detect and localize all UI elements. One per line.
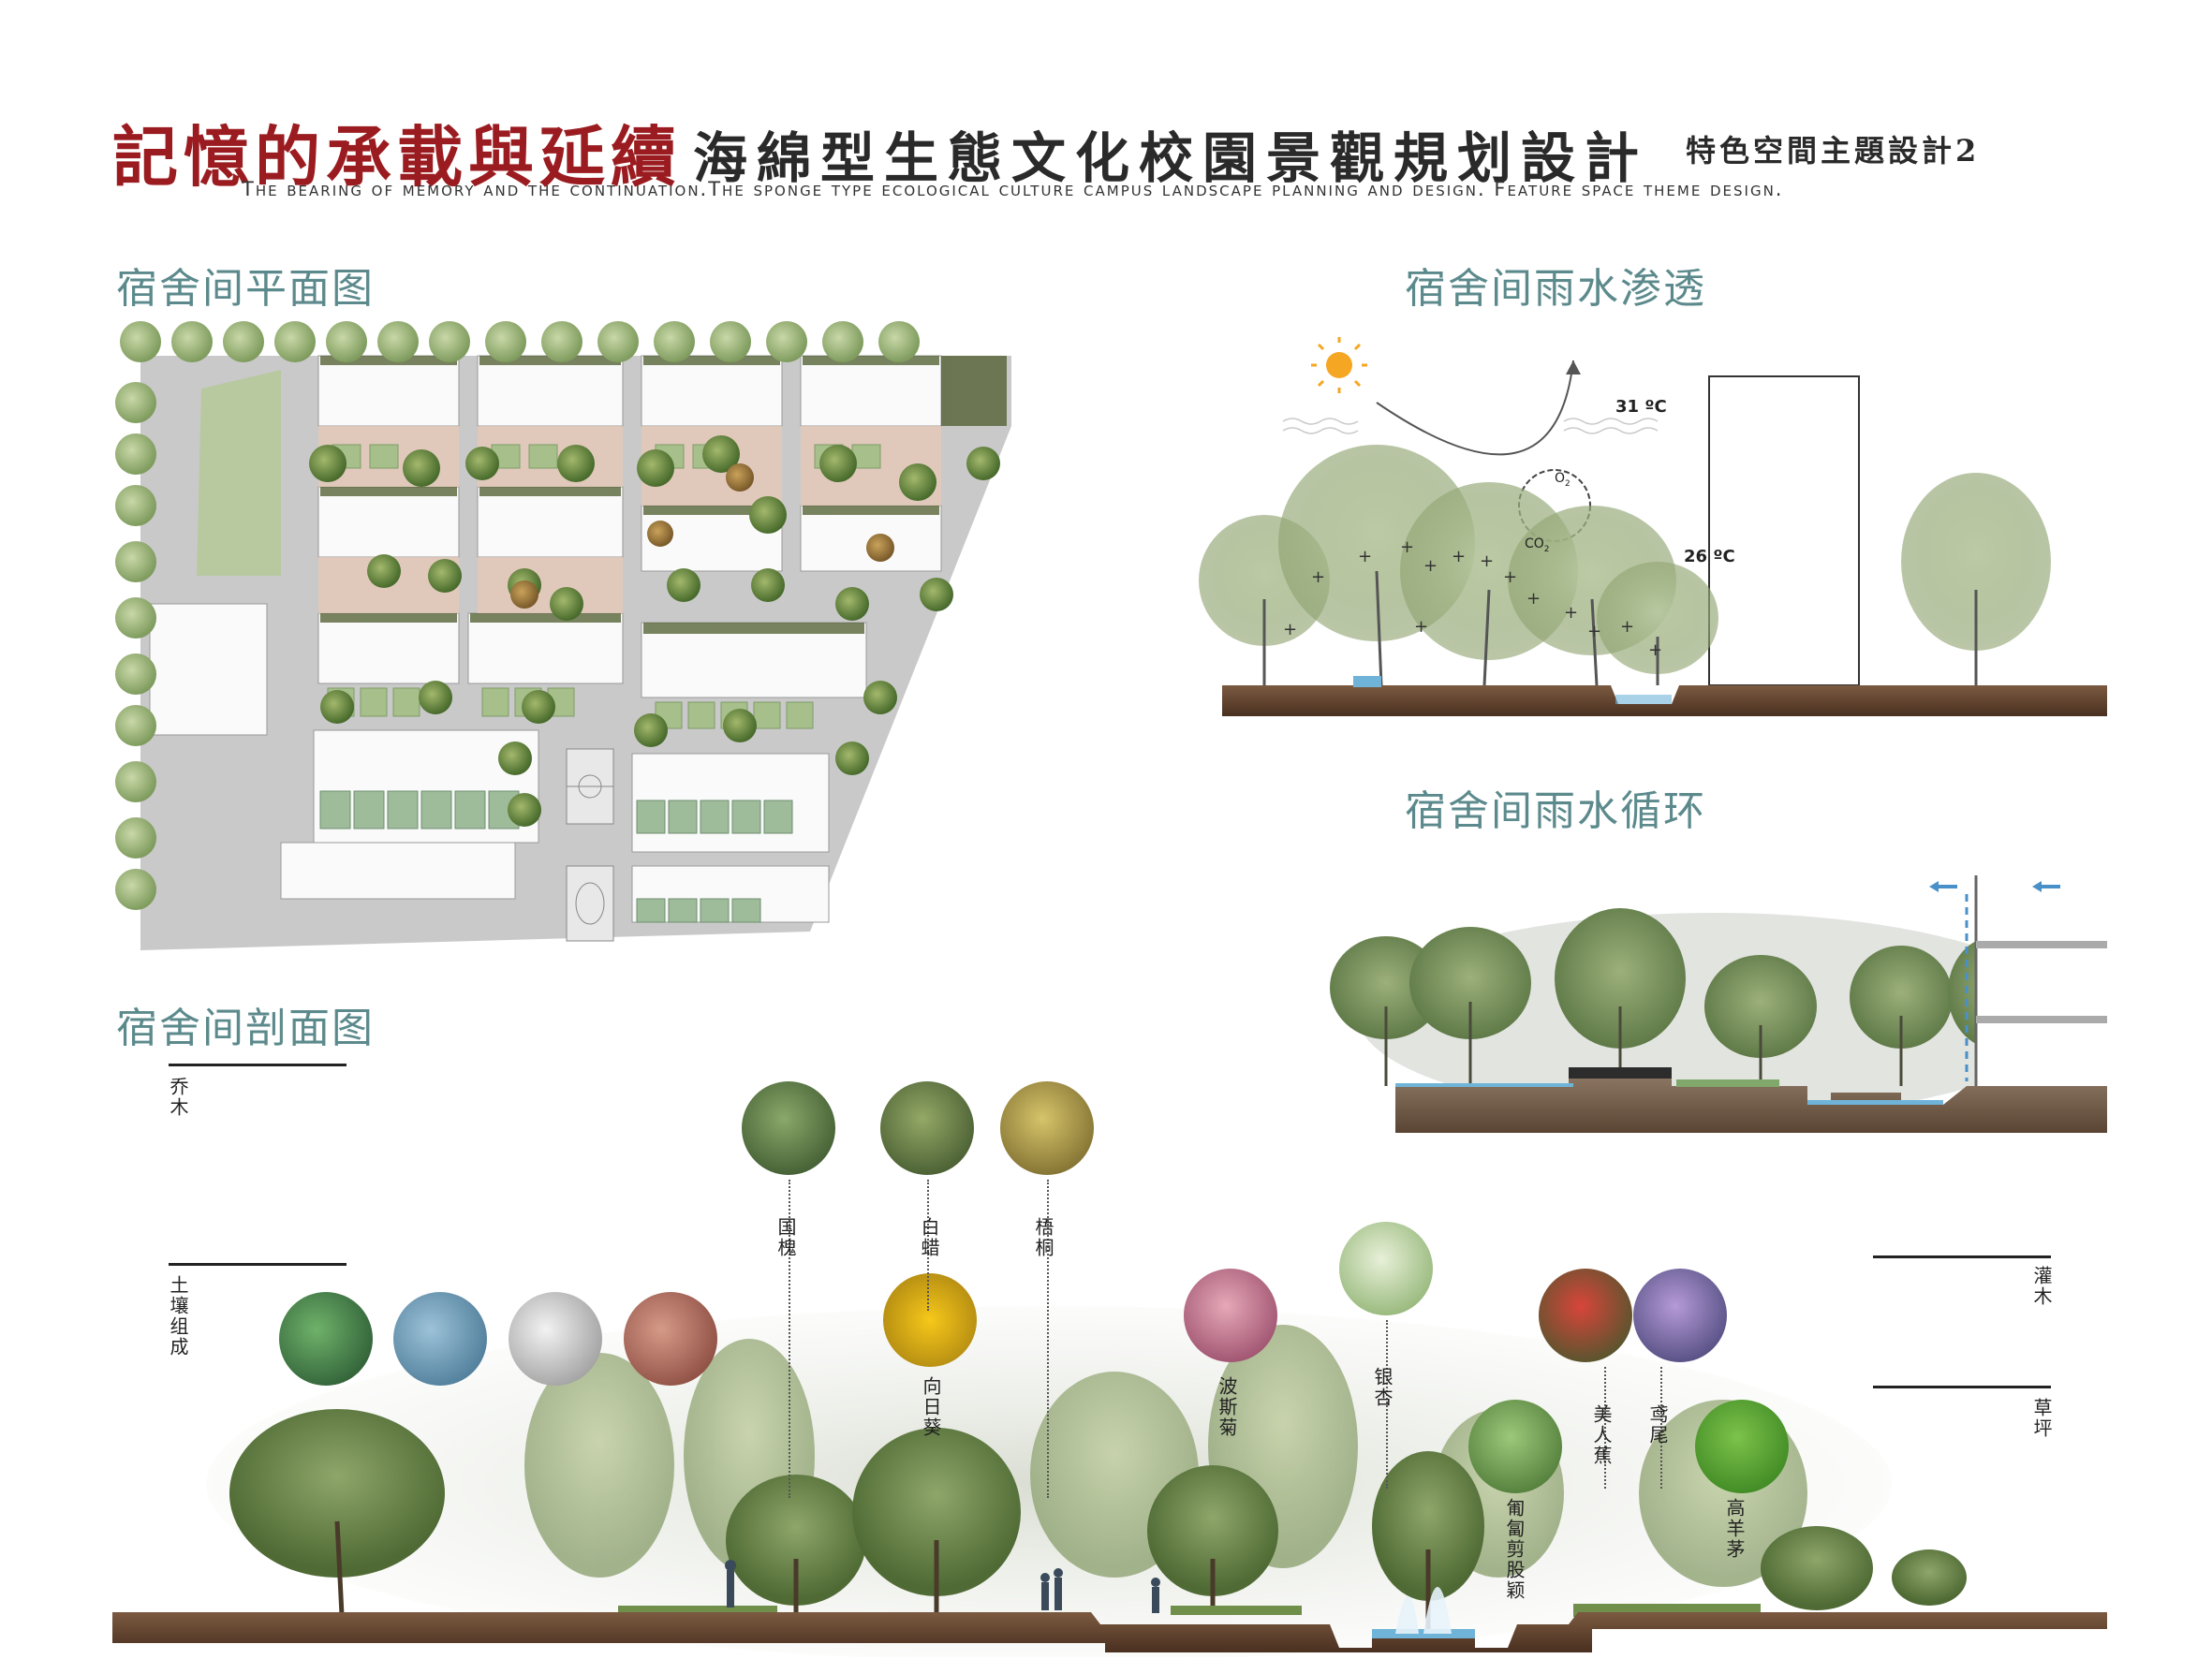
label-putaocao: 匍匐剪股颖 (1503, 1498, 1526, 1601)
svg-text:+: + (1400, 537, 1414, 557)
label-shrub: 灌木 (2030, 1266, 2053, 1307)
co2-label: CO2 (1525, 536, 1550, 554)
temp-low-label: 26 ºC (1684, 547, 1735, 566)
temp-high-label: 31 ºC (1615, 397, 1667, 417)
wutong-leader (1047, 1180, 1049, 1498)
svg-text:+: + (1283, 620, 1297, 639)
label-yuanwei: 鸢尾 (1646, 1404, 1669, 1446)
label-meirenjiao: 美人蕉 (1590, 1404, 1613, 1466)
svg-text:+: + (1480, 551, 1494, 571)
yuanwei-photo-circle (1633, 1269, 1727, 1362)
baila-photo-circle (880, 1081, 974, 1175)
svg-text:+: + (1526, 589, 1541, 609)
wutong-photo-circle (1000, 1081, 1094, 1175)
svg-text:+: + (1414, 617, 1428, 637)
gaoshuaiyangmao-photo-circle (1695, 1400, 1789, 1493)
label-baila: 白蜡 (918, 1217, 940, 1258)
svg-text:+: + (1358, 547, 1372, 566)
soil-bacteria-green-circle (279, 1292, 373, 1386)
label-soil: 土壤组成 (167, 1275, 189, 1358)
soil-particles-circle (509, 1292, 602, 1386)
svg-text:+: + (1564, 603, 1578, 623)
section-title-section: 宿舍间剖面图 (116, 1005, 375, 1052)
putaocao-photo-circle (1468, 1400, 1562, 1493)
title-main: 海綿型生態文化校園景觀規划設計 (693, 126, 1649, 190)
yuanwei-leader (1660, 1367, 1662, 1489)
meirenjiao-leader (1604, 1367, 1606, 1489)
title-english: The bearing of memory and the continuati… (242, 178, 1784, 200)
svg-text:+: + (1503, 567, 1517, 587)
site-plan (115, 321, 1011, 950)
section-title-infiltration: 宿舍间雨水渗透 (1405, 265, 1706, 313)
svg-text:+: + (1587, 622, 1601, 641)
label-xiangrikui: 向日葵 (920, 1376, 942, 1438)
guohuai-leader (789, 1180, 790, 1498)
sun-icon (1311, 337, 1367, 393)
svg-text:+: + (1620, 617, 1634, 637)
label-lawn: 草坪 (2030, 1398, 2053, 1439)
svg-text:+: + (1452, 547, 1466, 566)
label-wutong: 梧桐 (1032, 1217, 1054, 1258)
xiangrikui-photo-circle (883, 1273, 977, 1367)
infiltration-diagram: + + + + + + + + + + + + + + 31 ºC 26 ºC O2 CO2 (1199, 337, 2107, 716)
label-yinxing: 银杏 (1371, 1367, 1394, 1408)
guohuai-photo-circle (742, 1081, 835, 1175)
tree-line (169, 1064, 347, 1066)
section-title-plan: 宿舍间平面图 (116, 265, 375, 313)
soil-earthworm-circle (624, 1292, 717, 1386)
baila-leader (927, 1180, 929, 1311)
title-subtitle: 特色空間主題設計2 (1686, 133, 1981, 169)
circulation-diagram (1330, 875, 2107, 1133)
section-title-circulation: 宿舍间雨水循环 (1405, 787, 1706, 835)
label-bosijv: 波斯菊 (1216, 1376, 1238, 1438)
label-tree: 乔木 (167, 1077, 189, 1118)
svg-text:+: + (1648, 640, 1662, 660)
label-gaoshuaiyangmao: 高羊茅 (1723, 1498, 1746, 1560)
o2-label: O2 (1555, 471, 1571, 489)
soil-bacteria-blue-circle (393, 1292, 487, 1386)
svg-text:+: + (1423, 556, 1438, 576)
label-guohuai: 国槐 (774, 1217, 797, 1258)
yinxing-photo-circle (1339, 1222, 1433, 1315)
meirenjiao-photo-circle (1539, 1269, 1632, 1362)
lawn-line (1873, 1386, 2051, 1388)
title-red: 記憶的承載與延續 (112, 118, 682, 196)
shrub-line (1873, 1255, 2051, 1258)
yinxing-leader (1386, 1320, 1388, 1489)
soil-line (169, 1263, 347, 1266)
svg-text:+: + (1311, 567, 1325, 587)
bosijv-photo-circle (1184, 1269, 1277, 1362)
